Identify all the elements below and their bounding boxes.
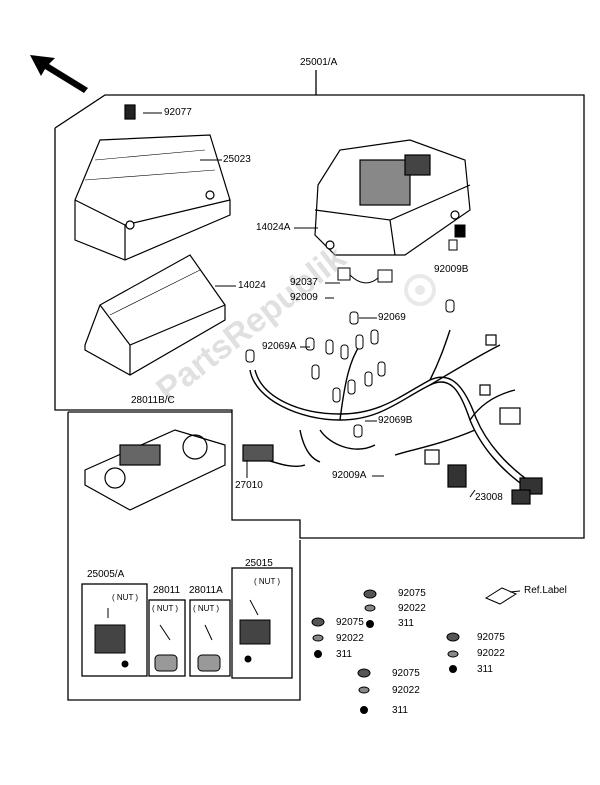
part-label-92009B: 92009B bbox=[434, 264, 469, 275]
nut-label-25015: ( NUT ) bbox=[254, 577, 281, 586]
part-label-14024A: 14024A bbox=[256, 222, 291, 233]
part-label-23008: 23008 bbox=[475, 492, 503, 503]
hw-c-311: 311 bbox=[477, 664, 493, 675]
part-label-92069B: 92069B bbox=[378, 415, 413, 426]
assembly-frame bbox=[54, 70, 585, 701]
hw-b-311: 311 bbox=[336, 649, 352, 660]
nut-label-25005A: ( NUT ) bbox=[112, 593, 139, 602]
ref-label-text: Ref.Label bbox=[524, 585, 567, 596]
watermark-logo bbox=[404, 274, 436, 306]
hw-a-92022: 92022 bbox=[398, 603, 426, 614]
part-label-28011BC: 28011B/C bbox=[131, 395, 175, 406]
hw-a-311: 311 bbox=[398, 618, 414, 629]
case-connectors bbox=[337, 224, 466, 284]
part-label-92069A: 92069A bbox=[262, 341, 297, 352]
meter-face-28011BC bbox=[84, 429, 226, 511]
callout-lines bbox=[246, 317, 476, 498]
hw-b-92075: 92075 bbox=[336, 617, 364, 628]
hw-c-92022: 92022 bbox=[477, 648, 505, 659]
lower-components bbox=[94, 599, 271, 672]
part-label-92037: 92037 bbox=[290, 277, 318, 288]
part-label-28011: 28011 bbox=[153, 585, 181, 596]
direction-arrow-icon bbox=[30, 55, 88, 93]
part-label-27010: 27010 bbox=[235, 480, 263, 491]
hardware-parts bbox=[311, 589, 460, 714]
nut-label-28011: ( NUT ) bbox=[152, 604, 179, 613]
part-label-28011A: 28011A bbox=[189, 585, 223, 596]
meter-cover-25023 bbox=[74, 104, 231, 261]
hw-d-92022: 92022 bbox=[392, 685, 420, 696]
part-label-25023: 25023 bbox=[223, 154, 251, 165]
meter-case-14024A bbox=[314, 139, 471, 256]
hw-c-92075: 92075 bbox=[477, 632, 505, 643]
wiring-harness-23008 bbox=[249, 329, 537, 491]
part-label-92069: 92069 bbox=[378, 312, 406, 323]
hw-d-311: 311 bbox=[392, 705, 408, 716]
hw-b-92022: 92022 bbox=[336, 633, 364, 644]
hw-d-92075: 92075 bbox=[392, 668, 420, 679]
part-label-25001A: 25001/A bbox=[300, 57, 338, 68]
part-label-25005A: 25005/A bbox=[87, 569, 125, 580]
ref-label-icon bbox=[484, 587, 521, 605]
part-label-92077: 92077 bbox=[164, 107, 192, 118]
hw-a-92075: 92075 bbox=[398, 588, 426, 599]
bulb-sockets bbox=[245, 299, 455, 438]
part-label-14024: 14024 bbox=[238, 280, 266, 291]
harness-connectors bbox=[242, 334, 543, 505]
part-label-25015: 25015 bbox=[245, 558, 273, 569]
nut-label-28011A: ( NUT ) bbox=[193, 604, 220, 613]
part-label-92009A: 92009A bbox=[332, 470, 367, 481]
meter-panel-14024 bbox=[84, 254, 226, 376]
part-label-92009: 92009 bbox=[290, 292, 318, 303]
